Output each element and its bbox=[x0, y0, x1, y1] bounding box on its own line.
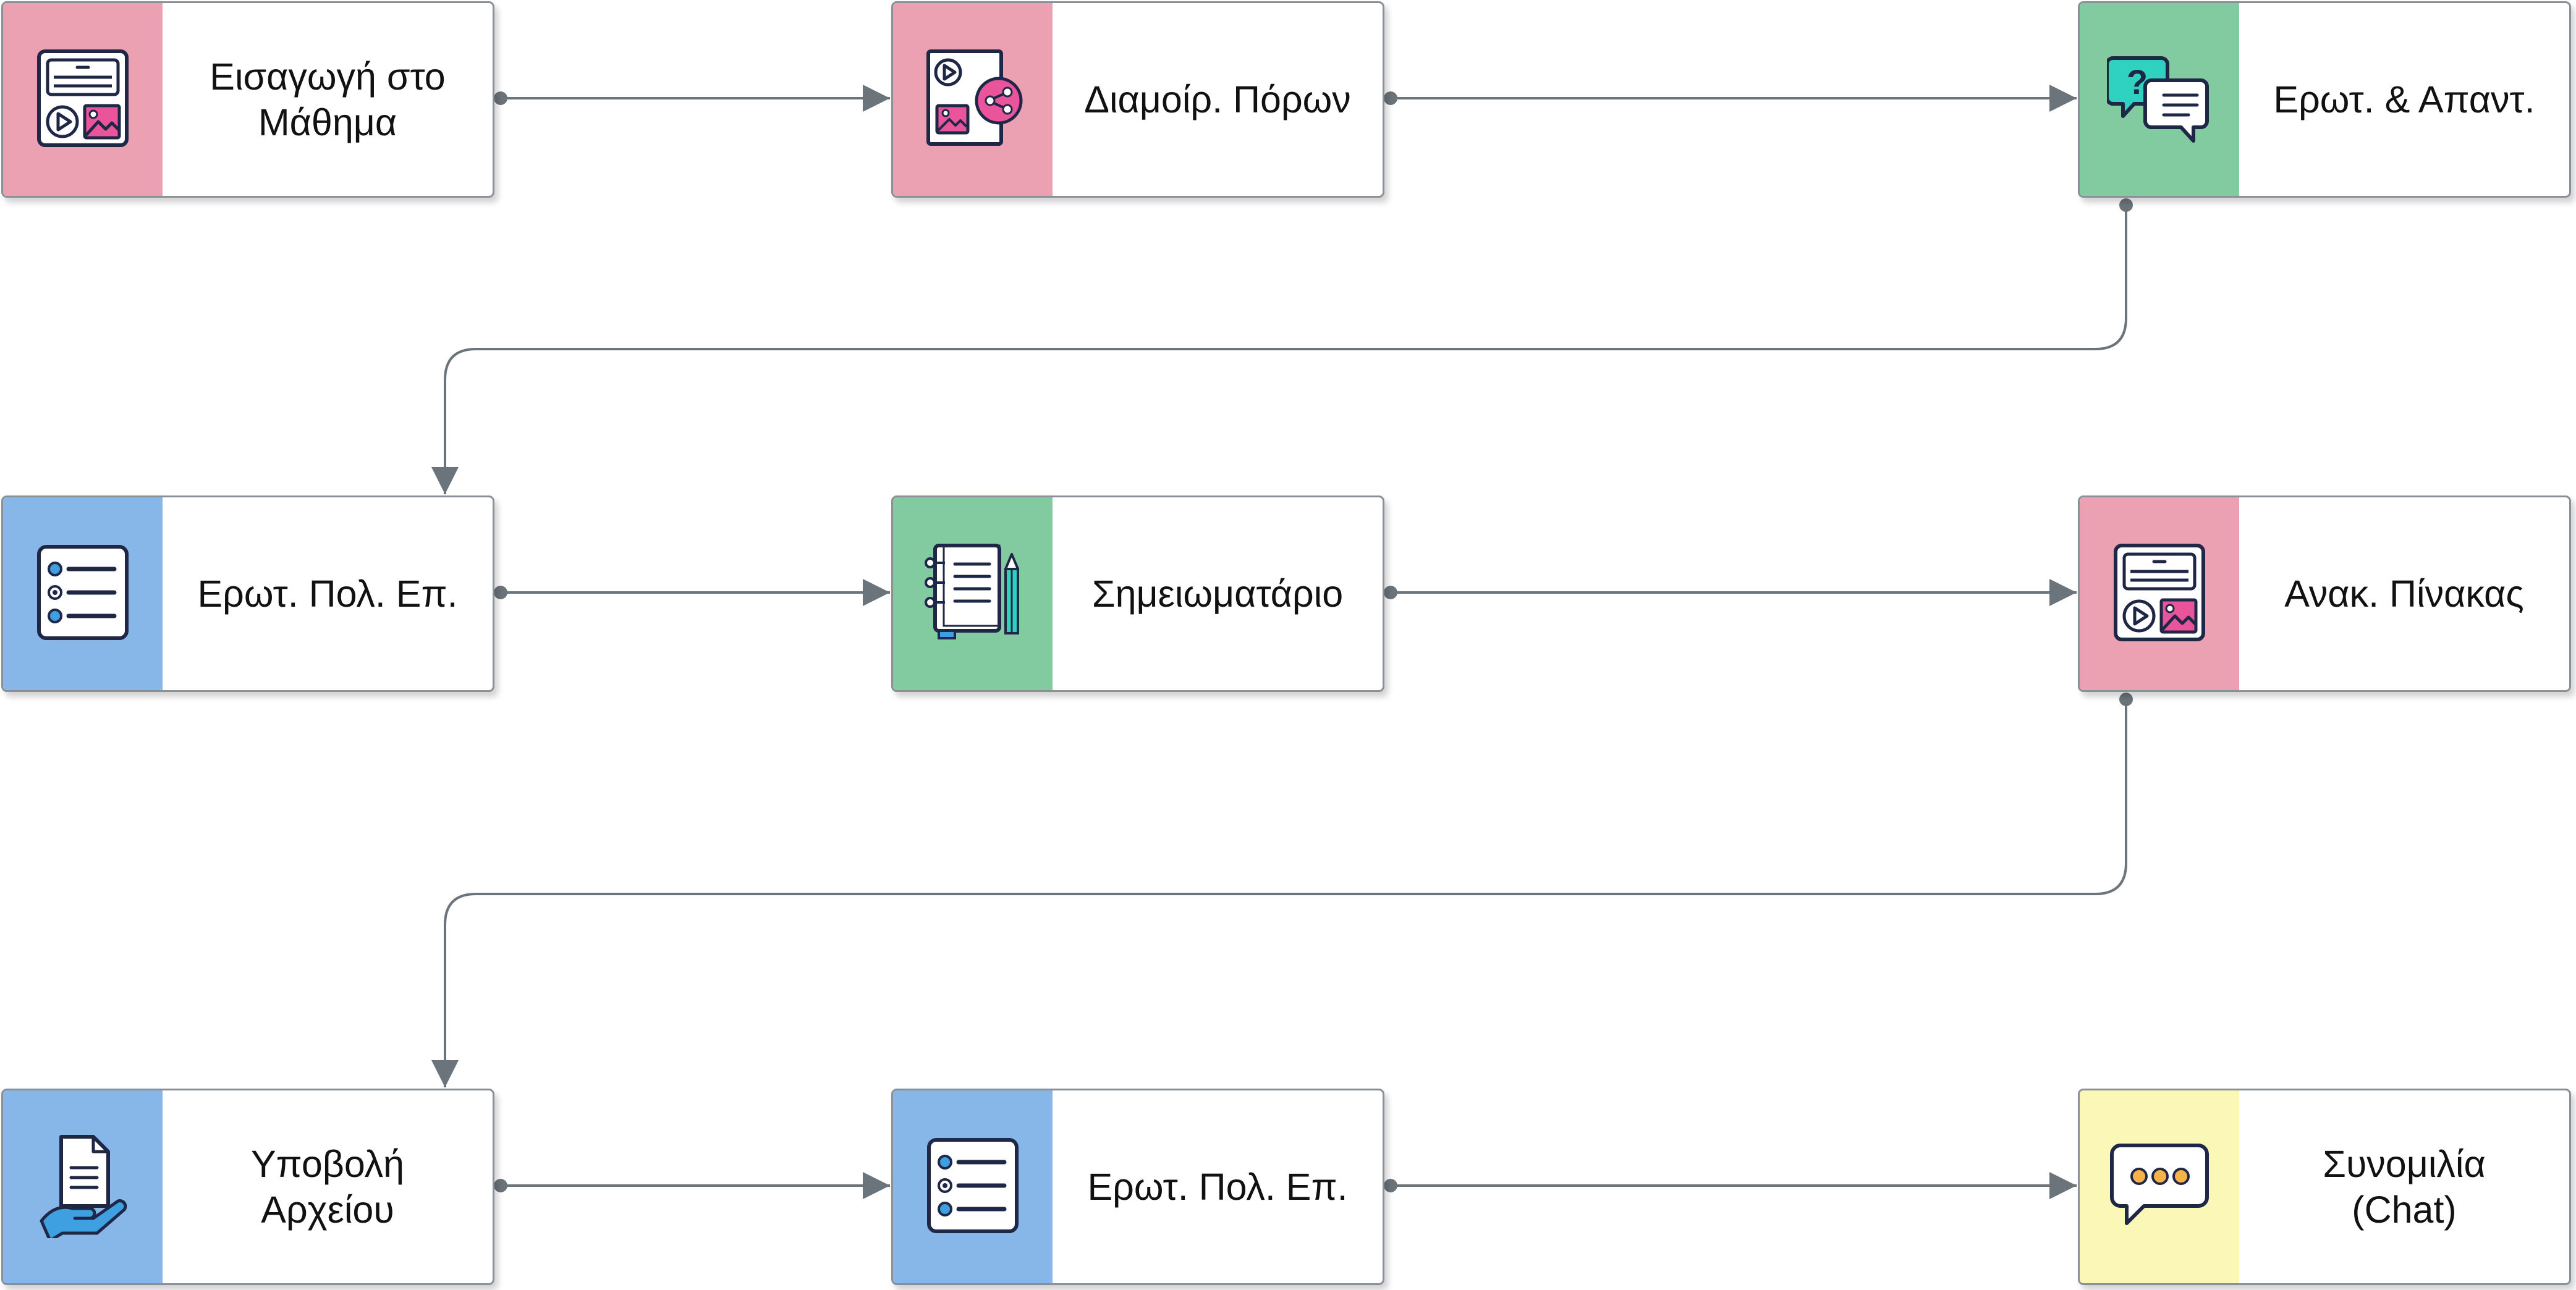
step-label: Εισαγωγή στο Μάθημα bbox=[210, 55, 446, 143]
step-icon-panel bbox=[893, 497, 1053, 690]
step-icon-panel bbox=[893, 3, 1053, 196]
step-node[interactable]: Ερωτ. Πολ. Επ. bbox=[891, 1089, 1384, 1285]
connector-source-dot bbox=[494, 1179, 507, 1192]
step-node[interactable]: Ερωτ. Πολ. Επ. bbox=[1, 495, 494, 692]
resource-sharing-icon bbox=[922, 49, 1024, 151]
multiple-choice-list-icon bbox=[36, 544, 129, 644]
connector-n3-to-n4 bbox=[431, 198, 2133, 494]
step-node[interactable]: Συνομιλία (Chat) bbox=[2078, 1089, 2571, 1285]
connector-source-dot bbox=[1384, 586, 1397, 599]
step-label: Ερωτ. & Απαντ. bbox=[2273, 78, 2535, 120]
multiple-choice-list-icon bbox=[926, 1137, 1019, 1237]
step-label: Ανακ. Πίνακας bbox=[2284, 572, 2524, 615]
media-presentation-icon bbox=[36, 49, 129, 151]
connector-n5-to-n6 bbox=[1384, 579, 2077, 606]
connector-source-dot bbox=[494, 91, 507, 105]
connector-n2-to-n3 bbox=[1384, 85, 2077, 112]
step-icon-panel bbox=[2080, 497, 2239, 690]
connector-source-dot bbox=[1384, 91, 1397, 105]
step-node[interactable]: Ανακ. Πίνακας bbox=[2078, 495, 2571, 692]
qa-chat-bubbles-icon: ? bbox=[2105, 52, 2212, 148]
step-node[interactable]: Διαμοίρ. Πόρων bbox=[891, 1, 1384, 198]
step-label: Συνομιλία (Chat) bbox=[2323, 1142, 2486, 1231]
step-node[interactable]: Σημειωματάριο bbox=[891, 495, 1384, 692]
connector-n6-to-n7 bbox=[431, 693, 2133, 1087]
step-label: Ερωτ. Πολ. Επ. bbox=[197, 572, 458, 615]
step-icon-panel bbox=[893, 1090, 1053, 1283]
step-label: Ερωτ. Πολ. Επ. bbox=[1087, 1165, 1348, 1208]
step-icon-panel bbox=[3, 497, 163, 690]
connector-source-dot bbox=[2119, 693, 2133, 706]
chat-bubble-icon bbox=[2107, 1139, 2212, 1235]
connector-line bbox=[431, 699, 2127, 1087]
connector-n1-to-n2 bbox=[494, 85, 890, 112]
connector-n8-to-n9 bbox=[1384, 1172, 2077, 1199]
connector-n7-to-n8 bbox=[494, 1172, 890, 1199]
step-node[interactable]: ? Ερωτ. & Απαντ. bbox=[2078, 1, 2571, 198]
step-icon-panel bbox=[3, 3, 163, 196]
connector-line bbox=[431, 205, 2127, 494]
connector-source-dot bbox=[494, 586, 507, 599]
step-node[interactable]: Υποβολή Αρχείου bbox=[1, 1089, 494, 1285]
connector-source-dot bbox=[1384, 1179, 1397, 1192]
step-node[interactable]: Εισαγωγή στο Μάθημα bbox=[1, 1, 494, 198]
notebook-pencil-icon bbox=[920, 543, 1025, 645]
file-upload-hand-icon bbox=[36, 1133, 129, 1242]
connector-source-dot bbox=[2119, 198, 2133, 212]
step-icon-panel: ? bbox=[2080, 3, 2239, 196]
step-icon-panel bbox=[3, 1090, 163, 1283]
media-presentation-icon bbox=[2113, 543, 2206, 645]
step-label: Υποβολή Αρχείου bbox=[250, 1142, 405, 1231]
connector-n4-to-n5 bbox=[494, 579, 890, 606]
step-label: Διαμοίρ. Πόρων bbox=[1084, 78, 1351, 120]
step-label: Σημειωματάριο bbox=[1091, 572, 1344, 615]
step-icon-panel bbox=[2080, 1090, 2239, 1283]
